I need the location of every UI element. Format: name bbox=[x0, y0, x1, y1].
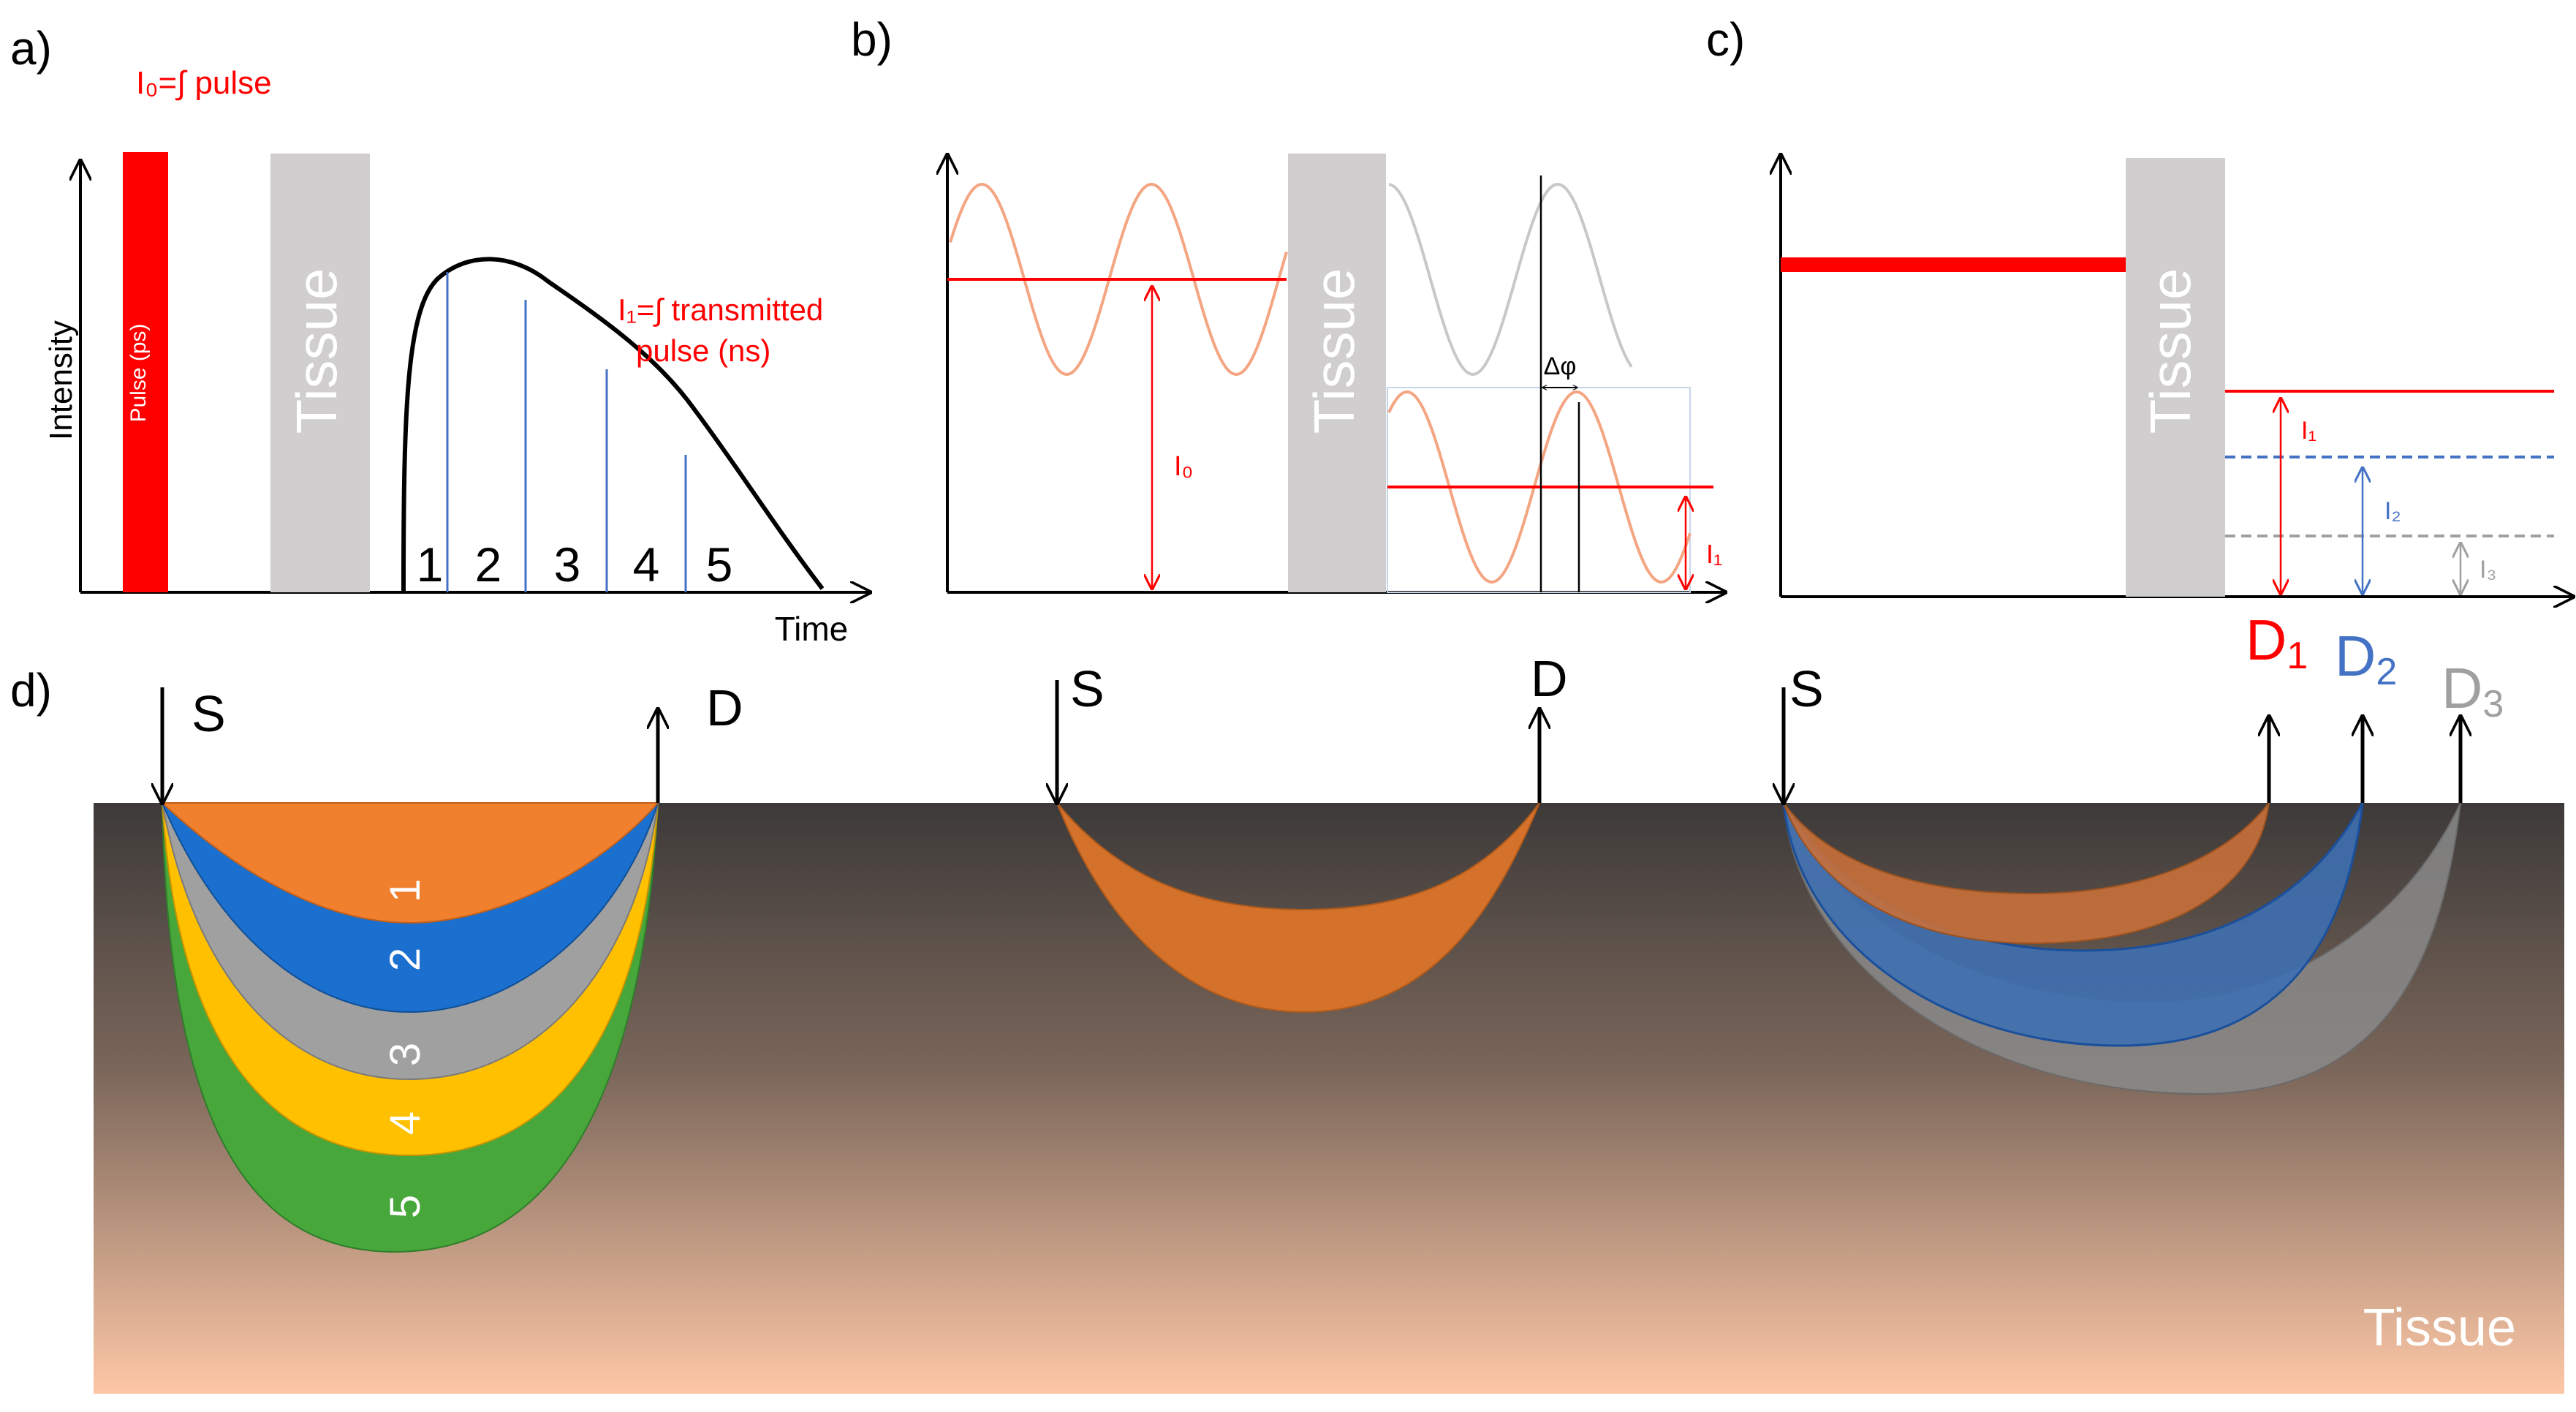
banana-d1 bbox=[1783, 800, 2270, 945]
pulse-label: Pulse (ps) bbox=[126, 323, 151, 422]
phase-label: Δφ bbox=[1544, 352, 1577, 380]
tissue-label: Tissue bbox=[284, 268, 349, 434]
panel-d: d) Tissue 1 2 3 4 5 S D S D S bbox=[10, 650, 2564, 1394]
i0-label: I₀=∫ pulse bbox=[136, 65, 272, 101]
tissue-label: Tissue bbox=[1302, 268, 1366, 434]
reference-wave bbox=[1388, 182, 1633, 377]
band-label-3: 3 bbox=[382, 1043, 429, 1066]
band-label-1: 1 bbox=[382, 879, 429, 902]
panel-d-label: d) bbox=[10, 664, 52, 717]
level-i2-label: I₂ bbox=[2384, 497, 2401, 525]
panel-c: c) Tissue I₁ I₂ I₃ D1 D2 D3 bbox=[1706, 13, 2573, 725]
x-axis-label: Time bbox=[775, 610, 849, 648]
y-axis-label: Intensity bbox=[43, 320, 79, 440]
tissue-block bbox=[270, 154, 370, 592]
detector-d3-label: D3 bbox=[2441, 656, 2504, 725]
source-label: S bbox=[192, 685, 226, 742]
source-label: S bbox=[1070, 660, 1105, 717]
incident-wave bbox=[949, 182, 1288, 377]
tissue-label: Tissue bbox=[2138, 268, 2202, 434]
pulse-bar bbox=[123, 152, 168, 592]
gate-2: 2 bbox=[475, 537, 502, 592]
i1-label: I₁ bbox=[1706, 539, 1722, 569]
band-label-4: 4 bbox=[382, 1111, 429, 1135]
panel-a: a) I₀=∫ pulse Intensity Time Pulse (ps) … bbox=[10, 22, 870, 648]
band-label-5: 5 bbox=[382, 1195, 429, 1218]
gate-4: 4 bbox=[633, 537, 660, 592]
i0-label: I₀ bbox=[1174, 451, 1193, 482]
tissue-block bbox=[2126, 158, 2225, 597]
output-box bbox=[1387, 387, 1691, 593]
incident-level-bar bbox=[1781, 257, 2126, 272]
single-banana bbox=[1056, 802, 1540, 1013]
gate-1: 1 bbox=[417, 537, 444, 592]
panel-b: b) I₀ Tissue Δφ I₁ bbox=[851, 13, 1725, 592]
transmitted-wave bbox=[1387, 390, 1692, 584]
band-1 bbox=[160, 802, 660, 924]
tissue-block bbox=[1288, 154, 1386, 592]
detector-label: D bbox=[1531, 650, 1568, 707]
gate-3: 3 bbox=[554, 537, 581, 592]
i1-label-line2: pulse (ns) bbox=[636, 333, 770, 368]
gate-5: 5 bbox=[706, 537, 733, 592]
tissue-slab-label: Tissue bbox=[2363, 1299, 2516, 1357]
detector-d2-label: D2 bbox=[2335, 624, 2397, 693]
panel-c-label: c) bbox=[1706, 13, 1745, 66]
panel-b-label: b) bbox=[851, 13, 893, 66]
band-label-2: 2 bbox=[382, 948, 429, 971]
panel-a-label: a) bbox=[10, 22, 52, 75]
level-i1-label: I₁ bbox=[2301, 417, 2316, 445]
level-i3-label: I₃ bbox=[2480, 556, 2496, 584]
detector-label: D bbox=[706, 679, 743, 736]
detector-d1-label: D1 bbox=[2246, 608, 2308, 677]
i1-label-line1: I₁=∫ transmitted bbox=[618, 292, 823, 327]
transmitted-pulse-curve bbox=[401, 257, 825, 593]
source-label: S bbox=[1789, 660, 1824, 717]
